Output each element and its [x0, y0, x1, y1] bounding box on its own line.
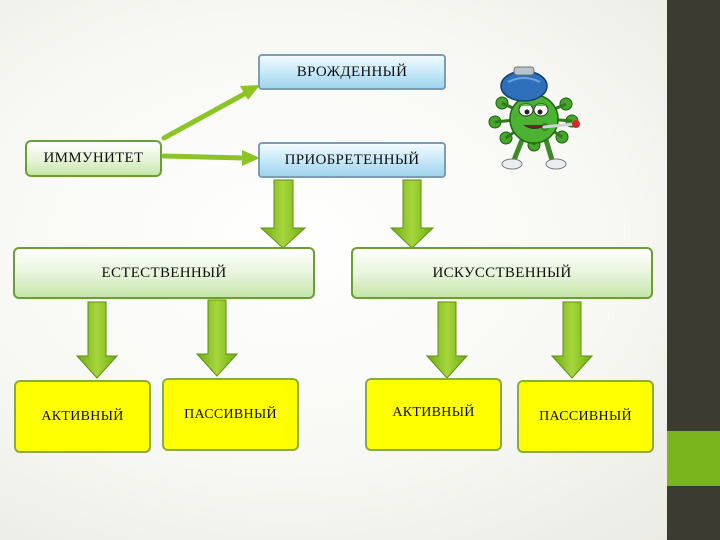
natural-node: ЕСТЕСТВЕННЫЙ — [13, 247, 315, 299]
natural-passive-label: ПАССИВНЫЙ — [184, 406, 277, 422]
arrow-to-artificial — [389, 179, 435, 249]
natural-passive-node: ПАССИВНЫЙ — [162, 378, 299, 451]
artificial-passive-node: ПАССИВНЫЙ — [517, 380, 654, 453]
immunity-node: ИММУНИТЕТ — [25, 140, 162, 177]
innate-label: ВРОЖДЕННЫЙ — [296, 63, 408, 80]
arrow-to-natural-active — [75, 301, 119, 379]
acquired-node: ПРИОБРЕТЕННЫЙ — [258, 142, 446, 178]
artificial-label: ИСКУССТВЕННЫЙ — [432, 264, 572, 281]
arrow-to-natural-passive — [195, 299, 239, 377]
acquired-label: ПРИОБРЕТЕННЫЙ — [284, 151, 420, 168]
artificial-active-label: АКТИВНЫЙ — [392, 404, 475, 420]
right-sidebar-accent — [667, 431, 720, 486]
natural-active-node: АКТИВНЫЙ — [14, 380, 151, 453]
artificial-passive-label: ПАССИВНЫЙ — [539, 408, 632, 424]
natural-label: ЕСТЕСТВЕННЫЙ — [101, 264, 227, 281]
artificial-node: ИСКУССТВЕННЫЙ — [351, 247, 653, 299]
innate-node: ВРОЖДЕННЫЙ — [258, 54, 446, 90]
arrow-to-artificial-active — [425, 301, 469, 379]
arrow-to-artificial-passive — [550, 301, 594, 379]
sick-virus-icon — [488, 66, 580, 170]
arrow-to-innate — [161, 85, 260, 141]
immunity-label: ИММУНИТЕТ — [43, 150, 144, 166]
natural-active-label: АКТИВНЫЙ — [41, 408, 124, 424]
artificial-active-node: АКТИВНЫЙ — [365, 378, 502, 451]
arrow-to-natural — [259, 179, 307, 249]
arrow-to-acquired — [161, 150, 260, 166]
